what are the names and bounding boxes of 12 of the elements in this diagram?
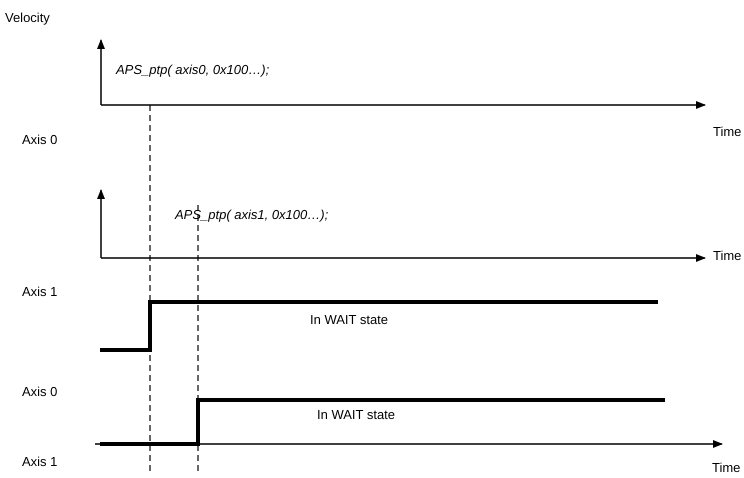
axis-title: Velocity xyxy=(5,10,50,25)
time-label: Time xyxy=(713,248,742,263)
code-annotation: APS_ptp( axis1, 0x100…); xyxy=(175,207,328,222)
time-label: Time xyxy=(713,124,742,139)
axis-label: Axis 1 xyxy=(22,284,58,299)
state-label: In WAIT state xyxy=(310,312,388,327)
axis-label: Axis 0 xyxy=(22,384,58,399)
code-annotation: APS_ptp( axis0, 0x100…); xyxy=(116,62,270,77)
time-label: Time xyxy=(712,460,740,475)
axis-label: Axis 0 xyxy=(22,132,58,147)
state-label: In WAIT state xyxy=(317,407,396,422)
axis-label: Axis 1 xyxy=(22,454,58,469)
